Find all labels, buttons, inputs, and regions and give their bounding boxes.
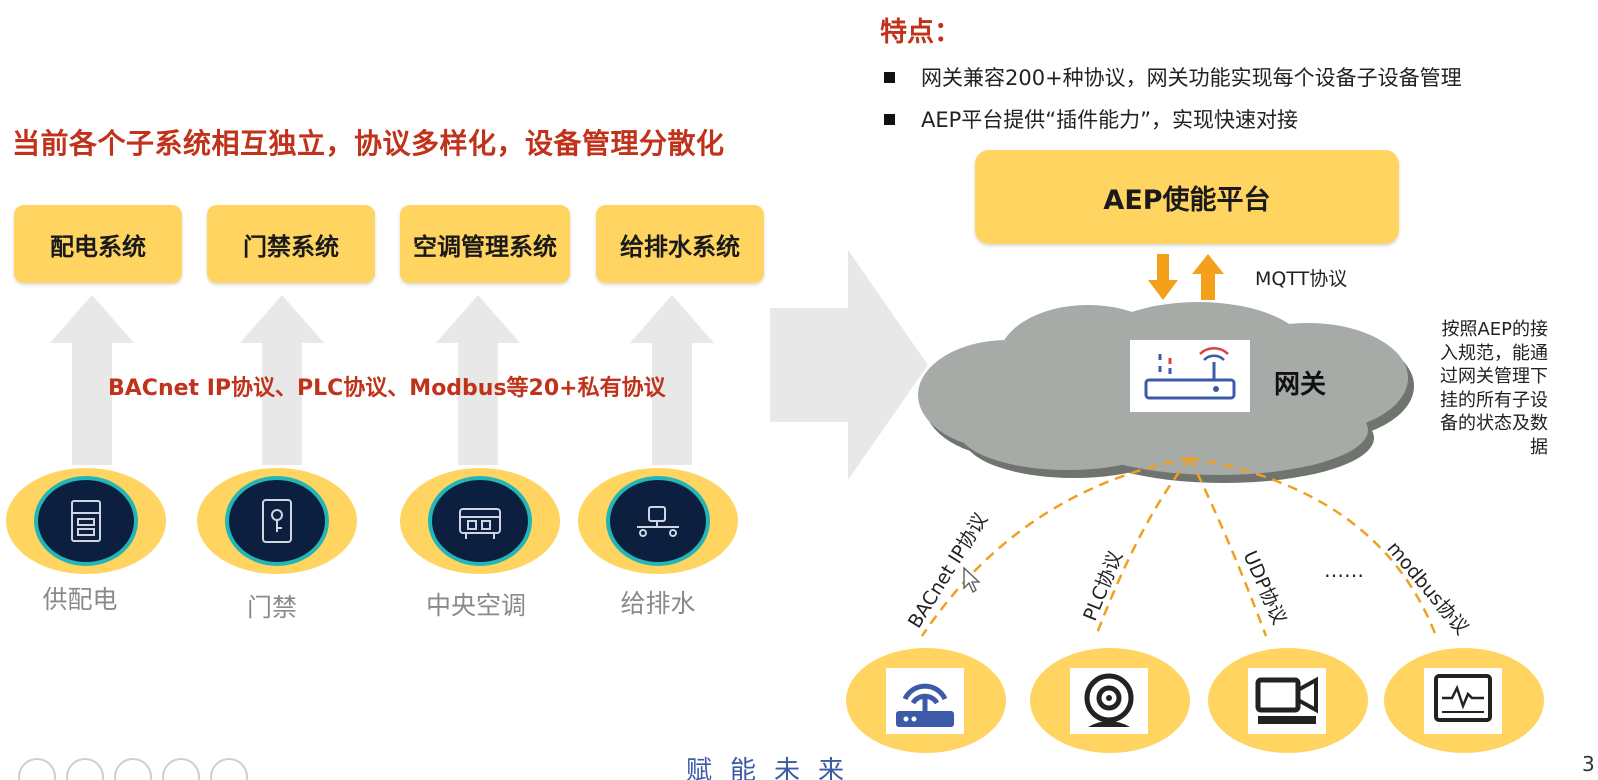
footer-slogan: 赋能未来	[686, 756, 863, 780]
gateway-router-icon	[1144, 347, 1236, 400]
water-pump-icon	[637, 506, 679, 537]
bullet-icon	[884, 71, 895, 83]
router-icon	[896, 683, 954, 727]
device-label-hvac: 中央空调	[425, 591, 526, 620]
page-number: 3	[1582, 752, 1595, 776]
mouse-cursor-icon	[963, 566, 981, 593]
device-power	[6, 468, 166, 574]
device-hvac	[400, 468, 560, 574]
device-access	[197, 468, 357, 574]
video-camera-icon	[1255, 676, 1318, 724]
features-title: 特点：	[880, 17, 961, 48]
ellipsis-text: ……	[1324, 558, 1364, 582]
camera-icon	[1084, 673, 1134, 727]
system-box-access: 门禁系统	[207, 205, 375, 283]
bottom-device-monitor	[1384, 648, 1544, 753]
monitor-icon	[1434, 674, 1492, 722]
feature-text-1: 网关兼容200+种协议，网关功能实现每个设备子设备管理	[921, 66, 1462, 90]
up-arrow-1	[50, 295, 134, 465]
up-arrow-4	[630, 295, 714, 465]
air-conditioner-icon	[459, 508, 501, 539]
aep-platform-box: AEP使能平台	[975, 150, 1399, 244]
slide-nav-button-5[interactable]	[210, 758, 248, 780]
slide-nav-button-1[interactable]	[18, 758, 56, 780]
bidirectional-arrows-icon	[1148, 254, 1224, 300]
system-box-hvac: 空调管理系统	[400, 205, 570, 283]
device-label-water: 给排水	[620, 589, 696, 618]
protocol-connections	[920, 456, 1438, 637]
access-control-icon	[262, 499, 292, 543]
bottom-device-camera	[1030, 648, 1190, 753]
left-title: 当前各个子系统相互独立，协议多样化，设备管理分散化	[12, 127, 725, 160]
gateway-note: 按照AEP的接入规范，能通过网关管理下挂的所有子设备的状态及数据	[1440, 319, 1548, 458]
slide-nav-button-2[interactable]	[66, 758, 104, 780]
gateway-label: 网关	[1274, 370, 1327, 400]
feature-item-2: AEP平台提供“插件能力”，实现快速对接	[884, 104, 1298, 134]
protocol-text: BACnet IP协议、PLC协议、Modbus等20+私有协议	[108, 376, 666, 401]
cloud-shape	[918, 302, 1414, 483]
big-right-arrow	[770, 250, 928, 480]
device-label-power: 供配电	[42, 585, 118, 614]
bullet-icon	[884, 113, 895, 125]
gateway-icon-box	[1130, 340, 1250, 412]
device-water	[578, 468, 738, 574]
mqtt-label: MQTT协议	[1255, 268, 1348, 290]
slide-nav-button-4[interactable]	[162, 758, 200, 780]
power-distribution-icon	[71, 500, 101, 542]
bottom-device-router	[846, 648, 1006, 753]
system-box-water: 给排水系统	[596, 205, 764, 283]
feature-text-2: AEP平台提供“插件能力”，实现快速对接	[921, 108, 1299, 132]
feature-item-1: 网关兼容200+种协议，网关功能实现每个设备子设备管理	[884, 62, 1462, 92]
device-label-access: 门禁	[246, 593, 297, 622]
up-arrow-3	[436, 295, 520, 465]
system-box-power: 配电系统	[14, 205, 182, 283]
up-arrow-2	[240, 295, 324, 465]
slide-nav-button-3[interactable]	[114, 758, 152, 780]
bottom-device-video	[1208, 648, 1368, 753]
